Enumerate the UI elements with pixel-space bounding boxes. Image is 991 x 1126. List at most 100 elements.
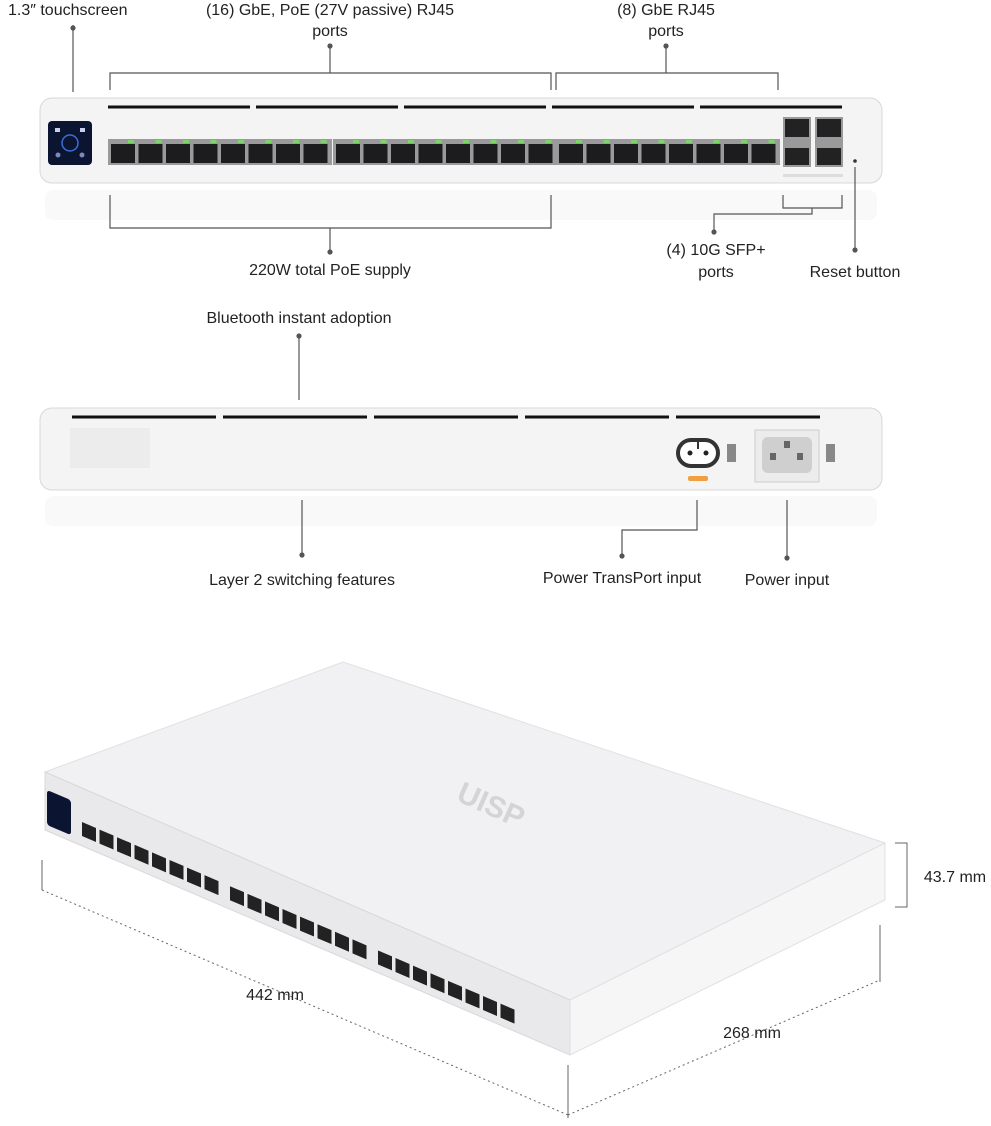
port-led: [518, 140, 524, 143]
port-led: [380, 140, 387, 143]
rj45-port: [363, 144, 388, 163]
rear-callouts: [296, 333, 790, 561]
transport-connector: [676, 438, 736, 481]
iso-rj45-port: [465, 988, 480, 1009]
gbe-ports-label-1: (8) GbE RJ45: [617, 2, 715, 19]
port-led: [353, 140, 359, 143]
iso-rj45-port: [99, 829, 114, 850]
rj45-port: [501, 144, 525, 163]
sfp-label-1: (4) 10G SFP+: [666, 242, 766, 259]
rj45-port: [166, 144, 190, 163]
sfp-ports: [783, 117, 843, 177]
iso-rj45-port: [117, 837, 131, 858]
iso-rj45-port: [352, 939, 367, 960]
poe-ports-label-2: ports: [312, 23, 348, 40]
port-led: [490, 140, 497, 143]
rj45-port: [473, 144, 498, 163]
front-rj45-ports: [108, 139, 780, 165]
rj45-port: [303, 144, 328, 163]
rj45-port: [586, 144, 611, 163]
iso-rj45-port: [413, 965, 427, 986]
rj45-port: [193, 144, 218, 163]
port-led: [713, 140, 720, 143]
dimension-lines: [41, 842, 908, 1118]
port-led: [741, 140, 747, 143]
front-callouts: [70, 25, 858, 255]
port-led: [210, 140, 217, 143]
rj45-port: [528, 144, 553, 163]
port-led: [658, 140, 665, 143]
port-led: [603, 140, 610, 143]
iso-rj45-port: [82, 822, 96, 842]
rj45-port: [724, 144, 748, 163]
iso-rj45-port: [500, 1003, 515, 1024]
front-panel: [39, 97, 883, 220]
port-led: [631, 140, 637, 143]
poe-ports-label-1: (16) GbE, PoE (27V passive) RJ45: [205, 2, 455, 19]
poe-supply-label: 220W total PoE supply: [249, 262, 411, 279]
port-led: [545, 140, 552, 143]
iso-rj45-port: [300, 916, 314, 937]
iso-rj45-port: [430, 973, 445, 994]
iso-rj45-port: [152, 852, 166, 873]
iso-rj45-port: [134, 844, 149, 865]
rj45-port: [559, 144, 583, 163]
port-led: [155, 140, 162, 143]
iso-rj45-port: [265, 901, 279, 922]
rj45-port: [221, 144, 245, 163]
iso-rj45-port: [335, 931, 349, 952]
rj45-port: [641, 144, 666, 163]
rear-panel: [39, 407, 883, 526]
power-inlet: [754, 429, 835, 483]
power-input-label: Power input: [744, 572, 830, 589]
port-led: [435, 140, 442, 143]
bluetooth-label: Bluetooth instant adoption: [206, 310, 392, 327]
port-led: [686, 140, 692, 143]
port-led: [576, 140, 582, 143]
touchscreen-label: 1.3″ touchscreen: [8, 2, 128, 19]
port-led: [238, 140, 244, 143]
iso-rj45-port: [378, 950, 392, 971]
sfp-label-2: ports: [698, 264, 734, 281]
iso-rj45-port: [169, 859, 184, 880]
rj45-port: [669, 144, 693, 163]
iso-rj45-port: [448, 980, 462, 1001]
iso-rj45-port: [282, 909, 297, 929]
iso-rj45-port: [204, 875, 219, 896]
port-led: [293, 140, 299, 143]
rj45-port: [248, 144, 273, 163]
iso-rj45-port: [247, 893, 262, 914]
rj45-port: [391, 144, 415, 163]
rj45-port: [614, 144, 638, 163]
iso-rj45-port: [395, 958, 410, 979]
rj45-port: [696, 144, 721, 163]
port-led: [463, 140, 469, 143]
port-led: [183, 140, 189, 143]
rj45-port: [418, 144, 443, 163]
rj45-port: [138, 144, 163, 163]
port-led: [320, 140, 327, 143]
rj45-port: [336, 144, 360, 163]
iso-rj45-port: [317, 924, 332, 945]
rj45-port: [446, 144, 470, 163]
reset-button: [853, 159, 857, 163]
port-led: [408, 140, 414, 143]
port-led: [768, 140, 775, 143]
rj45-port: [276, 144, 300, 163]
port-led: [128, 140, 134, 143]
iso-rj45-ports: [82, 822, 515, 1024]
width-dimension: 442 mm: [246, 987, 304, 1004]
gbe-ports-label-2: ports: [648, 23, 684, 40]
iso-rj45-port: [483, 996, 497, 1016]
iso-rj45-port: [230, 886, 244, 907]
label-sticker: [70, 428, 150, 468]
rj45-port: [111, 144, 135, 163]
port-led: [265, 140, 272, 143]
touchscreen-display: [48, 121, 92, 165]
iso-rj45-port: [187, 867, 201, 888]
transport-label: Power TransPort input: [542, 570, 702, 587]
layer2-label: Layer 2 switching features: [209, 572, 395, 589]
reset-label: Reset button: [809, 264, 901, 281]
switch-isometric-view: UISP: [43, 661, 887, 1056]
